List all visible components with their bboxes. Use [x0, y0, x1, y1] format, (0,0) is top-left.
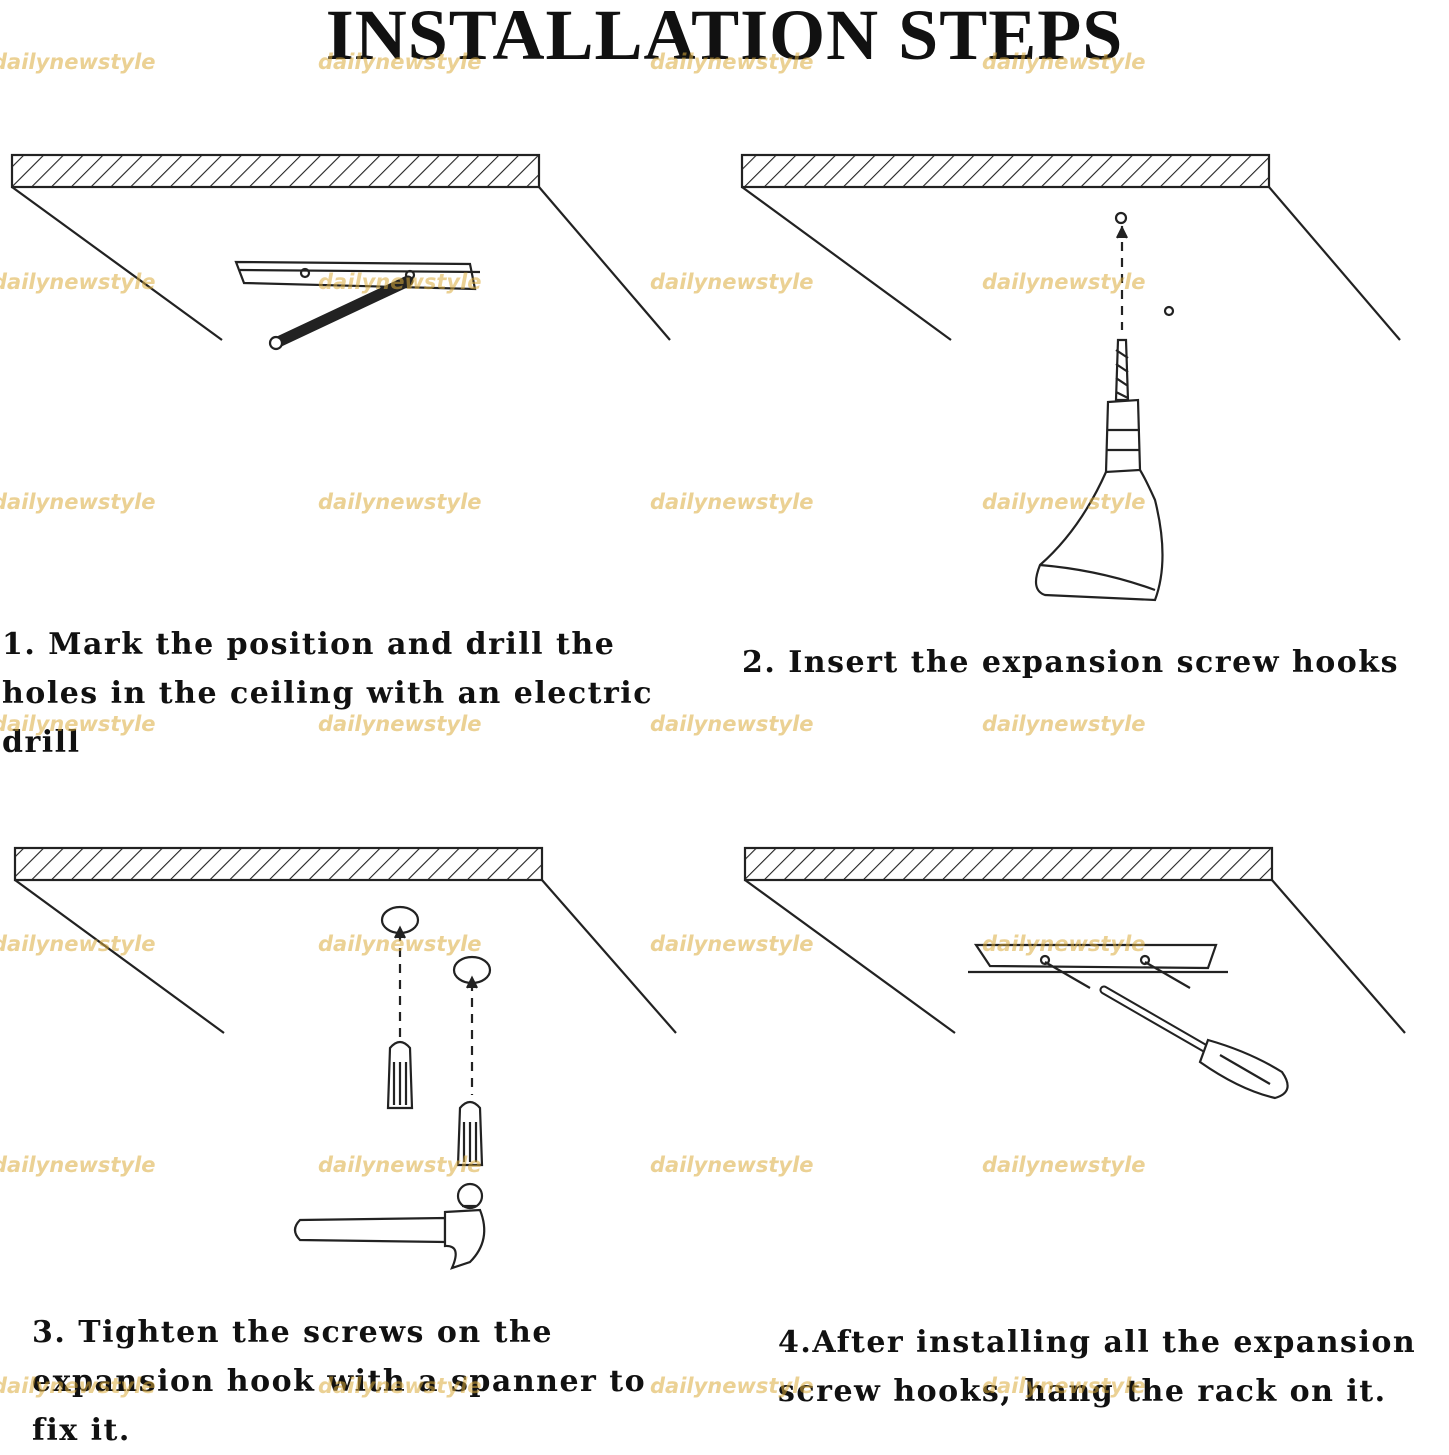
step1-illustration	[10, 153, 671, 351]
ceiling-slab	[740, 153, 1271, 189]
step1-caption: 1. Mark the position and drill the holes…	[2, 627, 653, 760]
ceiling-slab	[13, 846, 544, 882]
page-title: INSTALLATION STEPS	[325, 0, 1124, 75]
step4-caption: 4.After installing all the expansion scr…	[778, 1325, 1417, 1409]
drill-icon	[1034, 338, 1164, 602]
rack-bracket	[968, 943, 1228, 989]
expansion-anchor-icon	[386, 1040, 414, 1110]
step3-caption: 3. Tighten the screws on the expansion h…	[32, 1315, 647, 1448]
ceiling-slab	[743, 846, 1274, 882]
step4-illustration	[743, 846, 1406, 1100]
step2-caption: 2. Insert the expansion screw hooks	[742, 645, 1399, 680]
hammer-icon	[293, 1182, 486, 1270]
rack-bracket	[234, 260, 481, 291]
screwdriver-icon	[1099, 985, 1289, 1100]
step2-illustration	[740, 153, 1401, 602]
drill-icon	[268, 275, 414, 351]
expansion-anchor-icon	[456, 1100, 484, 1167]
step3-illustration	[13, 846, 677, 1270]
ceiling-slab	[10, 153, 541, 189]
